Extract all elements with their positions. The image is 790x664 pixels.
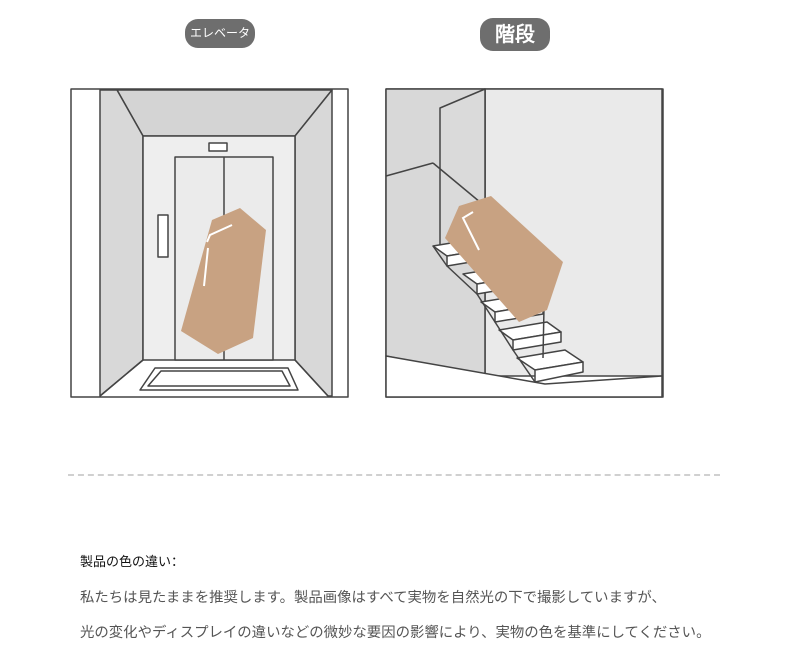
product-silhouette [445,196,563,322]
elevator-label: エレベータ [185,19,255,48]
color-note-heading: 製品の色の違い： [80,555,185,570]
color-note-line-1: 私たちは見たままを推奨します。製品画像はすべて実物を自然光の下で撮影していますが… [80,590,666,606]
dashed-divider [68,474,720,476]
elevator-illustration [70,88,349,398]
color-note-line-2: 光の変化やディスプレイの違いなどの微妙な要因の影響により、実物の色を基準にしてく… [80,625,711,641]
stairs-label: 階段 [480,18,550,51]
stairs-illustration [385,88,664,398]
product-silhouette [181,208,266,354]
